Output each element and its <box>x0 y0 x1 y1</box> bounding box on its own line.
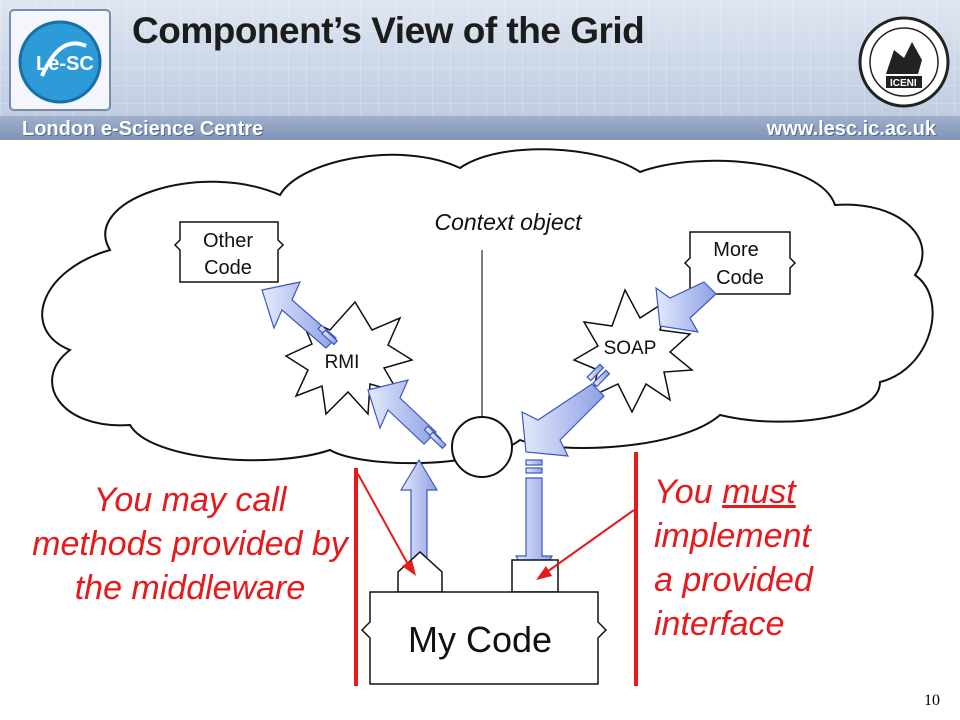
more-code-line2: Code <box>716 267 764 289</box>
left-pointer-arrowhead <box>402 560 416 576</box>
more-code-to-soap-arrow <box>655 281 717 333</box>
svg-text:ICENI: ICENI <box>890 78 917 89</box>
my-code-box: My Code <box>360 591 608 685</box>
soap-label: SOAP <box>604 338 657 359</box>
caption-right-line3: a provided <box>654 561 813 599</box>
other-code-line2: Code <box>204 257 252 279</box>
middleware-cloud <box>41 148 934 465</box>
mycode-to-rmi-arrow <box>367 379 447 450</box>
right-pointer-line <box>543 509 635 575</box>
context-object-label: Context object <box>434 209 583 235</box>
header-band <box>0 116 960 140</box>
other-code-line1: Other <box>203 230 253 252</box>
page-number: 10 <box>924 692 940 709</box>
left-pointer-line <box>357 473 411 569</box>
more-code-box: More Code <box>683 231 797 295</box>
rmi-label: RMI <box>325 352 360 373</box>
other-code-box: Other Code <box>173 221 285 283</box>
lesc-url[interactable]: www.lesc.ic.ac.uk <box>766 118 936 140</box>
soap-to-mycode-arrow <box>521 363 611 457</box>
lesc-name: London e-Science Centre <box>22 118 264 140</box>
caption-right-must: must <box>722 473 796 511</box>
rmi-to-other-code-arrow <box>261 281 339 349</box>
iceni-logo: ICENI <box>858 16 950 108</box>
caption-right-prefix: You <box>654 473 723 511</box>
caption-must-implement: You must implement a provided interface <box>654 470 954 646</box>
lesc-logo: Le-SC <box>9 9 111 111</box>
right-pointer-arrowhead <box>536 566 552 580</box>
caption-right-line2: implement <box>654 517 811 555</box>
context-object-circle <box>451 416 513 478</box>
more-code-line1: More <box>713 239 759 261</box>
caption-may-call: You may call methods provided by the mid… <box>32 481 348 607</box>
svg-text:Le-SC: Le-SC <box>36 53 94 75</box>
my-code-label: My Code <box>408 619 552 660</box>
caption-right-line4: interface <box>654 605 785 643</box>
slide-header: Le-SC Component’s View of the Grid ICENI… <box>0 0 960 140</box>
slide-title: Component’s View of the Grid <box>132 10 645 51</box>
